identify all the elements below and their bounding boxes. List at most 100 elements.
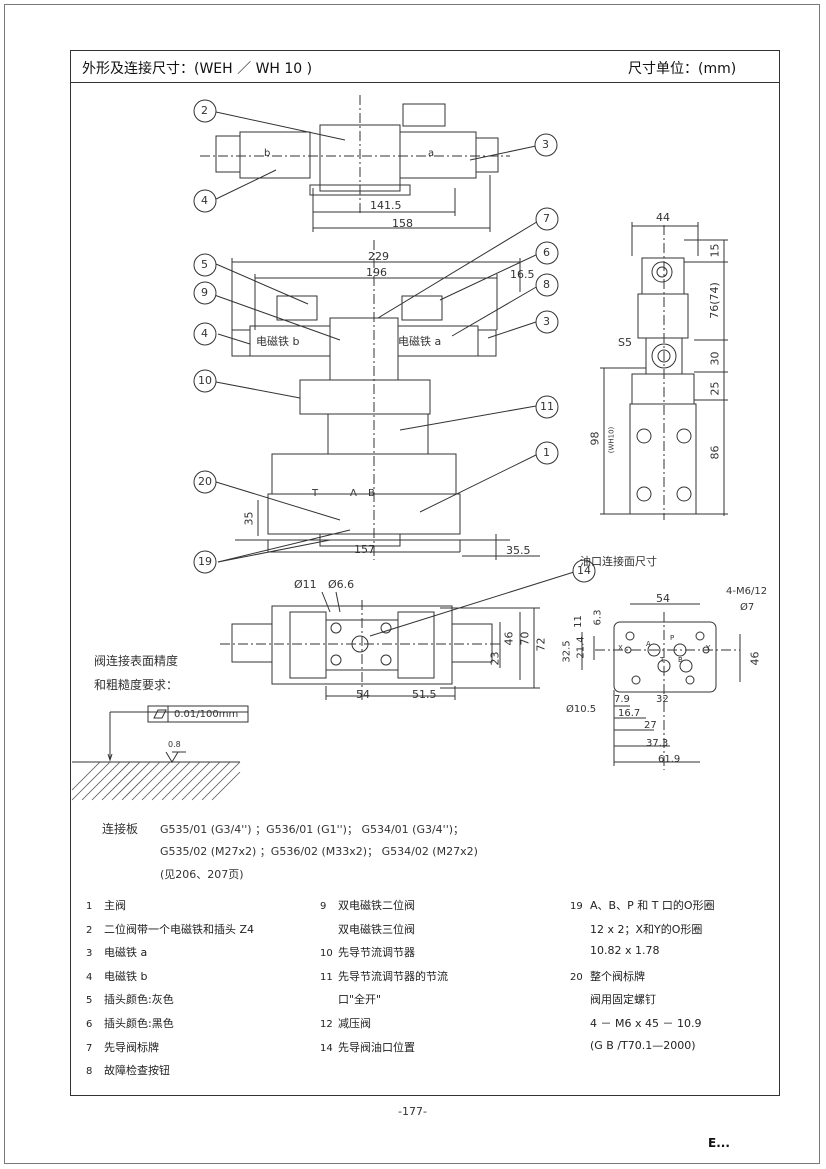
dim-158: 158 (392, 217, 413, 230)
dim-32-5: 32.5 (561, 640, 573, 663)
legend-number: 19 (570, 901, 583, 912)
legend-number: 5 (86, 995, 93, 1007)
ground-hatching (71, 761, 241, 801)
dim-98: 98 (588, 431, 602, 446)
port-t: T (660, 656, 665, 664)
dim-d6-6: Ø6.6 (328, 578, 355, 591)
bottom-view (220, 591, 540, 700)
legend-number: 9 (320, 901, 327, 912)
legend-text: 二位阀带一个电磁铁和插头 Z4 (104, 922, 255, 936)
legend-item: 4 － M6 x 45 － 10.9 (570, 1015, 775, 1039)
legend-text: 主阀 (104, 899, 126, 912)
legend-text: 先导阀油口位置 (338, 1040, 415, 1054)
legend-number: 6 (86, 1018, 93, 1030)
surface-text-2: 和粗糙度要求： (94, 678, 179, 692)
solenoid-b-label: 电磁铁 b (256, 335, 300, 348)
legend-item: 12 减压阀 (320, 1015, 550, 1039)
legend-text: 双电磁铁二位阀 (338, 899, 415, 912)
callout-9: 9 (201, 286, 208, 299)
dim-15: 15 (708, 243, 722, 258)
legend-text: 电磁铁 a (104, 946, 148, 960)
surface-text-1: 阀连接表面精度 (94, 654, 179, 668)
subplate-line-3: (见206、207页) (160, 868, 244, 881)
port-p: P (670, 634, 675, 642)
callout-4: 4 (201, 194, 208, 207)
legend-item: 20 整个阀标牌 (570, 968, 775, 992)
dim-86: 86 (708, 445, 722, 460)
dim-44: 44 (656, 211, 670, 224)
dim-wh10: (WH10) (607, 426, 616, 454)
dim-35-5: 35.5 (506, 544, 531, 557)
dim-46-bottom: 46 (502, 631, 516, 646)
front-view (231, 240, 540, 560)
label-b-top: b (264, 148, 271, 159)
dim-141-5: 141.5 (370, 199, 402, 212)
legend-text: 10.82 x 1.78 (590, 944, 660, 958)
legend-item: 19 A、B、P 和 T 口的O形圈 (570, 897, 775, 921)
port-b: B (678, 656, 683, 664)
legend-number: 12 (320, 1018, 333, 1030)
callout-2: 2 (201, 104, 208, 117)
callout-6: 6 (543, 246, 550, 259)
legend-item: 阀用固定螺钉 (570, 991, 775, 1015)
side-view (600, 222, 728, 520)
legend-item: 1 主阀 (86, 897, 306, 921)
header-rule (70, 82, 780, 83)
dim-37-3: 37.3 (646, 738, 669, 749)
dim-m6: 4-M6/12 (726, 586, 768, 597)
legend-number: 20 (570, 971, 583, 983)
callout-5: 5 (201, 258, 208, 271)
legend-number: 14 (320, 1042, 333, 1054)
port-t-front: T (312, 488, 319, 499)
content-frame (70, 50, 780, 1096)
port-a-front: A (350, 488, 357, 499)
dim-d7: Ø7 (740, 602, 755, 613)
callout-circles (193, 99, 596, 583)
legend-text: 口"全开" (338, 993, 382, 1007)
dim-30: 30 (708, 351, 722, 366)
port-x: X (618, 644, 623, 652)
units-label: 尺寸单位：(mm) (628, 61, 737, 77)
subplate-line-2: G535/02 (M27x2) ；G536/02 (M33x2)； G534/0… (160, 845, 478, 858)
callout-1: 1 (543, 446, 550, 459)
legend-text: 插头颜色:黑色 (104, 1016, 174, 1030)
legend-number: 4 (86, 971, 93, 983)
label-a-top: a (428, 148, 435, 159)
port-face-title: 油口连接面尺寸 (580, 555, 657, 568)
callout-3b: 3 (543, 315, 550, 328)
callout-14: 14 (577, 564, 591, 577)
legend-column-3: 19 A、B、P 和 T 口的O形圈 12 x 2；X和Y的O形圈 10.82 x 1… (570, 897, 775, 1062)
dim-7-9: 7.9 (614, 694, 630, 705)
top-view (200, 95, 510, 232)
dim-35: 35 (242, 511, 256, 526)
legend-text: 先导节流调节器 (338, 946, 415, 960)
dim-s5: S5 (618, 336, 632, 349)
roughness-value: 0.8 (168, 740, 181, 749)
legend-text: (G B /T70.1—2000) (590, 1038, 696, 1052)
legend-text: 先导节流调节器的节流 (338, 969, 448, 983)
dim-d11: Ø11 (294, 578, 317, 591)
callout-11: 11 (540, 400, 554, 413)
callout-7: 7 (543, 212, 550, 225)
page-number: -177- (398, 1105, 427, 1118)
legend-item: 6 插头颜色:黑色 (86, 1015, 306, 1039)
flatness-value: 0.01/100mm (174, 709, 239, 720)
dim-72: 72 (534, 637, 548, 652)
legend-number: 1 (86, 901, 93, 912)
legend-text: 12 x 2；X和Y的O形圈 (590, 922, 703, 936)
legend-text: 整个阀标牌 (590, 969, 645, 983)
leader-lines (205, 111, 575, 637)
legend-number: 8 (86, 1066, 93, 1078)
legend-text: 先导阀标牌 (104, 1040, 159, 1054)
dim-25: 25 (708, 381, 722, 396)
legend-text: 减压阀 (338, 1016, 371, 1030)
page-border (4, 4, 820, 1164)
legend-text: 故障检查按钮 (104, 1064, 170, 1078)
dim-23: 23 (488, 651, 502, 666)
callout-8: 8 (543, 278, 550, 291)
legend-item: 10.82 x 1.78 (570, 944, 775, 968)
legend-text: A、B、P 和 T 口的O形圈 (590, 899, 715, 912)
